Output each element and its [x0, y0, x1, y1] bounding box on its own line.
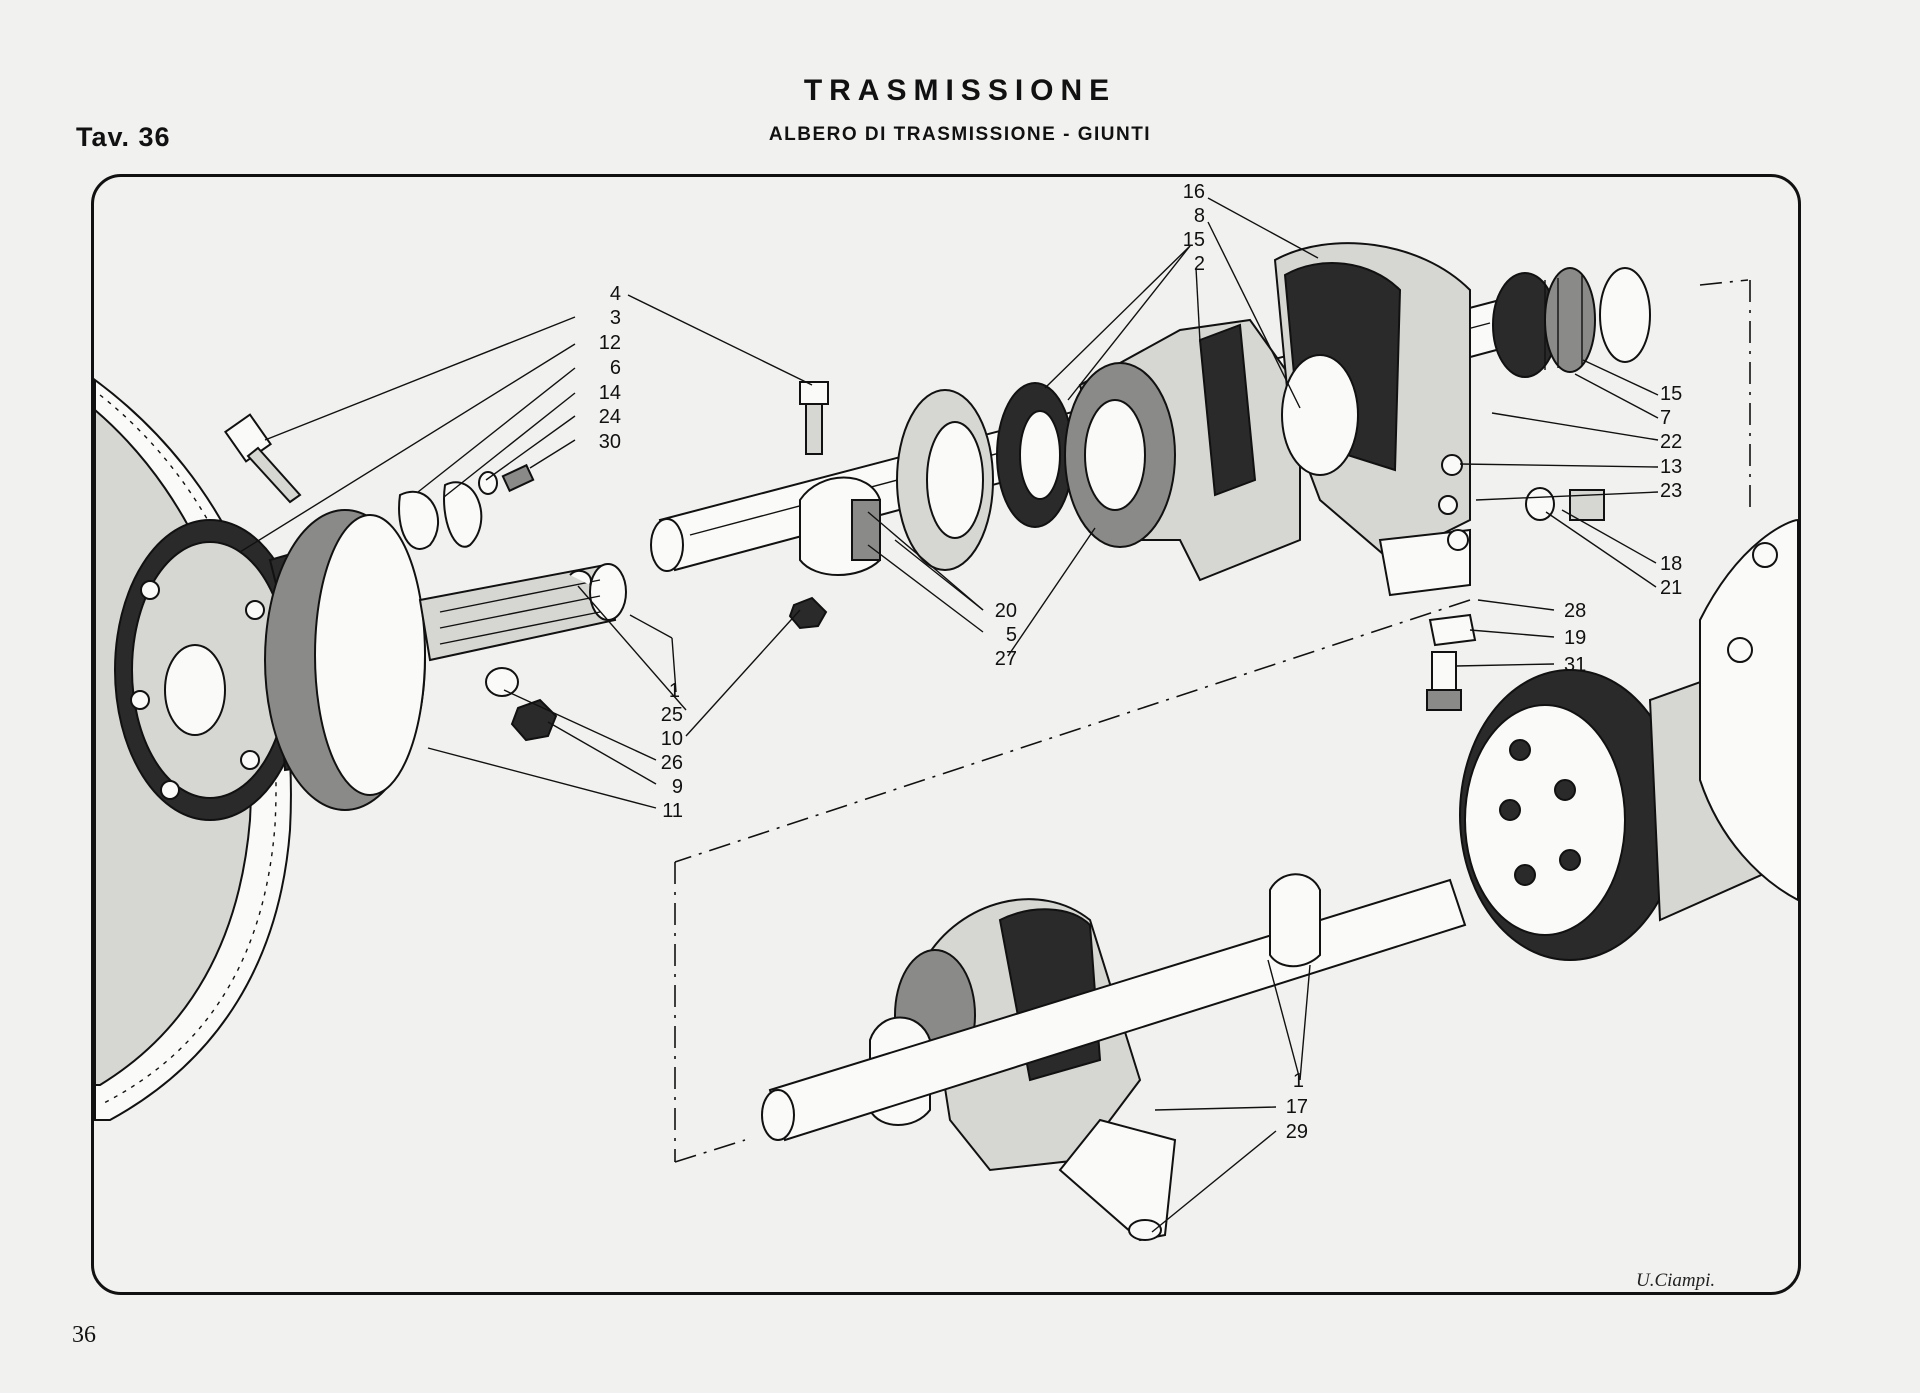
page-number: 36: [72, 1322, 96, 1348]
upper-flexible-housing: [1273, 242, 1471, 597]
rubber-coupling: [114, 509, 426, 821]
assembly-lines: [674, 279, 1751, 1163]
rear-flange: [1459, 518, 1799, 961]
upper-support-bearing: [1064, 318, 1301, 582]
dish-flange: [896, 389, 994, 571]
callout-17: 17: [1286, 1096, 1308, 1118]
callout-1-lower: 1: [1293, 1070, 1304, 1092]
callout-24: 24: [599, 406, 621, 428]
artist-signature: U.Ciampi.: [1636, 1270, 1715, 1291]
threaded-collar: [1492, 267, 1651, 378]
callout-19: 19: [1564, 627, 1586, 649]
callout-23: 23: [1660, 480, 1682, 502]
page-subtitle: ALBERO DI TRASMISSIONE - GIUNTI: [768, 124, 1152, 145]
callout-11: 11: [662, 800, 683, 822]
seal-ring: [996, 382, 1074, 528]
callout-26: 26: [661, 752, 683, 774]
callout-16: 16: [1183, 181, 1205, 203]
page-title: TRASMISSIONE: [803, 74, 1117, 107]
callout-6: 6: [610, 357, 621, 379]
callout-15-top: 15: [1183, 229, 1205, 251]
callout-30: 30: [599, 431, 621, 453]
callout-10: 10: [661, 728, 683, 750]
clamp-coupling: [799, 476, 881, 576]
callout-20: 20: [995, 600, 1017, 622]
drawing-frame: [91, 174, 1801, 1295]
callout-13: 13: [1660, 456, 1682, 478]
callout-14: 14: [599, 382, 621, 404]
callout-3: 3: [610, 307, 621, 329]
callout-5: 5: [1006, 624, 1017, 646]
callout-28: 28: [1564, 600, 1586, 622]
callout-27: 27: [995, 648, 1017, 670]
callout-31: 31: [1564, 654, 1586, 676]
callout-7: 7: [1660, 407, 1671, 429]
callout-12: 12: [599, 332, 621, 354]
callout-29: 29: [1286, 1121, 1308, 1143]
splined-shaft-stub: [418, 563, 627, 662]
callout-1-upper: 1: [669, 680, 680, 702]
callout-22: 22: [1660, 431, 1682, 453]
plate-number: Tav. 36: [76, 122, 171, 152]
callout-4: 4: [610, 283, 621, 305]
callout-21: 21: [1660, 577, 1682, 599]
leader-lines: [239, 197, 1659, 1233]
callout-8: 8: [1194, 205, 1205, 227]
main-shaft-lower: [761, 873, 1467, 1142]
callout-9: 9: [672, 776, 683, 798]
small-hardware: [223, 381, 1605, 742]
callout-labels: 4 3 12 6 14 24 30 1 25 10 26 9 11 20 5 2…: [599, 181, 1683, 1143]
callout-15-right: 15: [1660, 383, 1682, 405]
callout-18: 18: [1660, 553, 1682, 575]
callout-2: 2: [1194, 253, 1205, 275]
callout-25: 25: [661, 704, 683, 726]
